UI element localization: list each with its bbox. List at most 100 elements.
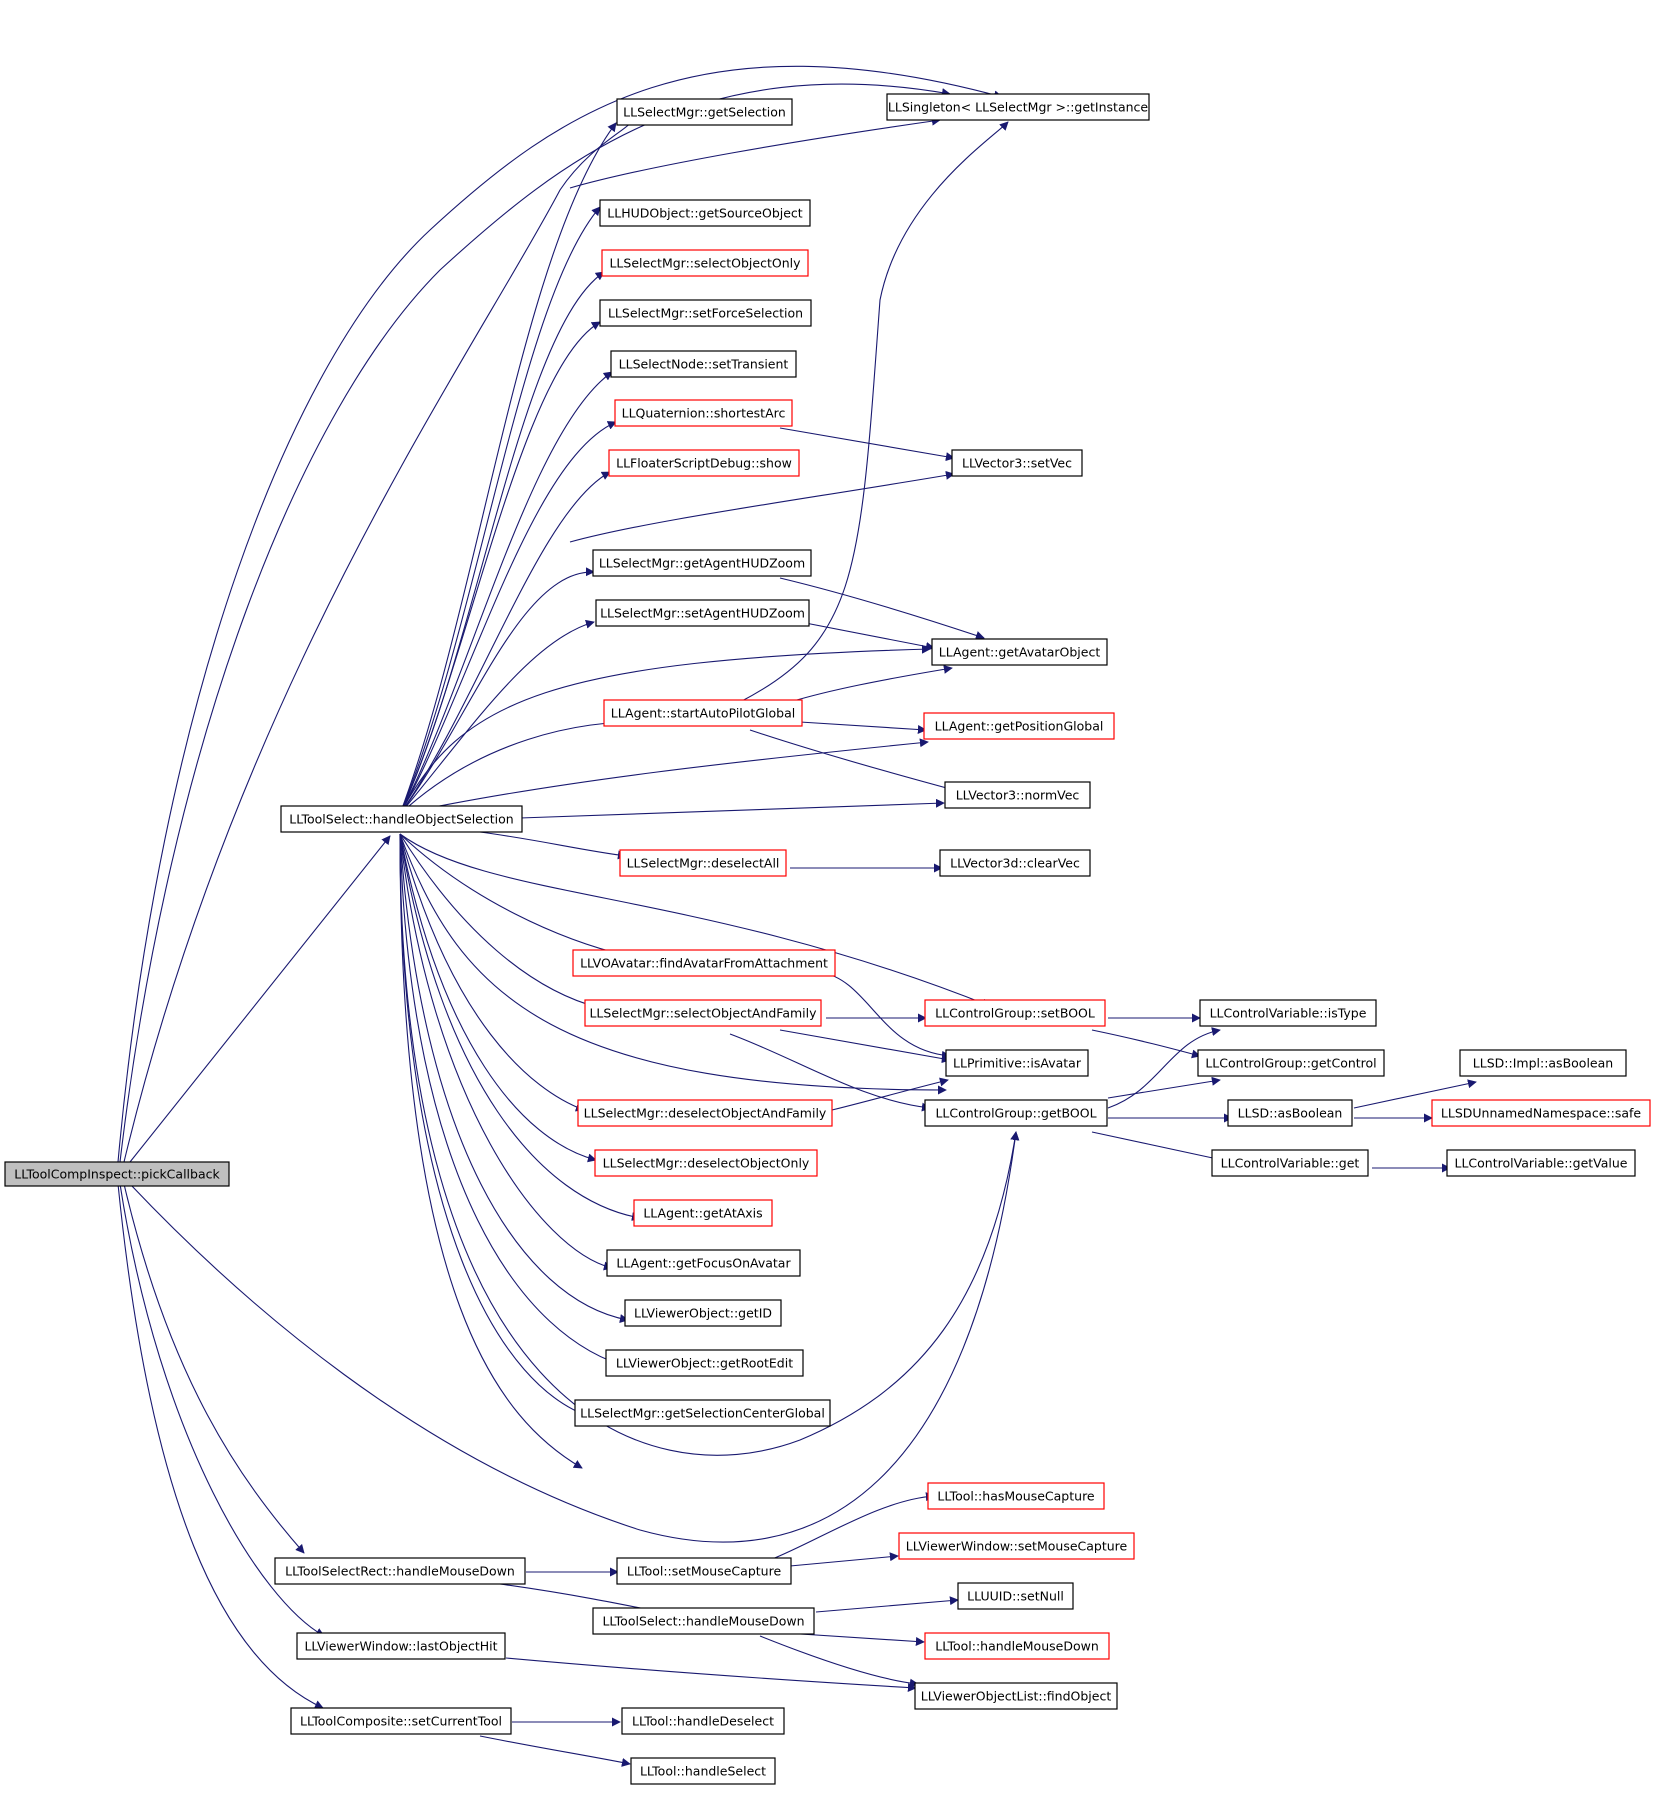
node-box: [595, 599, 810, 627]
node-set-transient[interactable]: LLSelectNode::setTransient: [610, 350, 797, 378]
edge: [779, 427, 955, 462]
node-tool-set-mouse-capture[interactable]: LLTool::setMouseCapture: [616, 1557, 792, 1585]
node-get-avatar-object[interactable]: LLAgent::getAvatarObject: [931, 638, 1108, 666]
node-tsr-handle-mouse-down[interactable]: LLToolSelectRect::handleMouseDown: [274, 1557, 526, 1585]
node-label: LLSelectMgr::getSelection: [623, 105, 786, 120]
node-get-agent-h-u-d-zoom[interactable]: LLSelectMgr::getAgentHUDZoom: [592, 549, 812, 577]
node-set-vec[interactable]: LLVector3::setVec: [951, 449, 1083, 477]
edge: [479, 831, 627, 860]
edge: [789, 619, 935, 651]
node-label: LLSelectMgr::getSelectionCenterGlobal: [580, 1406, 825, 1421]
node-get-selection[interactable]: LLSelectMgr::getSelection: [616, 98, 793, 126]
node-vw-set-mouse-capture[interactable]: LLViewerWindow::setMouseCapture: [898, 1532, 1135, 1560]
node-box: [951, 449, 1083, 477]
node-select-object-only[interactable]: LLSelectMgr::selectObjectOnly: [601, 249, 809, 277]
node-label: LLViewerObject::getRootEdit: [616, 1356, 793, 1371]
node-get-value[interactable]: LLControlVariable::getValue: [1446, 1149, 1636, 1177]
node-label: LLPrimitive::isAvatar: [953, 1056, 1082, 1071]
node-deselect-object-only[interactable]: LLSelectMgr::deselectObjectOnly: [594, 1149, 818, 1177]
node-get-b-o-o-l[interactable]: LLControlGroup::getBOOL: [924, 1099, 1108, 1127]
edge: [399, 644, 931, 815]
node-impl-as-boolean[interactable]: LLSD::Impl::asBoolean: [1459, 1049, 1627, 1077]
node-box: [594, 1149, 818, 1177]
node-label: LLControlGroup::getBOOL: [935, 1106, 1096, 1121]
node-box: [603, 699, 803, 727]
node-set-agent-h-u-d-zoom[interactable]: LLSelectMgr::setAgentHUDZoom: [595, 599, 810, 627]
node-box: [574, 1399, 831, 1427]
node-get-position-global[interactable]: LLAgent::getPositionGlobal: [923, 712, 1115, 740]
node-box: [296, 1632, 506, 1660]
node-label: LLControlGroup::getControl: [1205, 1056, 1376, 1071]
node-get-focus-on-avatar[interactable]: LLAgent::getFocusOnAvatar: [606, 1249, 801, 1277]
node-last-object-hit[interactable]: LLViewerWindow::lastObjectHit: [296, 1632, 506, 1660]
node-cv-get[interactable]: LLControlVariable::get: [1211, 1149, 1369, 1177]
node-label: LLToolSelect::handleObjectSelection: [289, 812, 513, 827]
edge: [1107, 1027, 1221, 1109]
node-box: [606, 1249, 801, 1277]
node-is-avatar[interactable]: LLPrimitive::isAvatar: [945, 1049, 1089, 1077]
edge: [119, 83, 951, 1163]
node-box: [584, 999, 822, 1027]
node-start-auto-pilot-global[interactable]: LLAgent::startAutoPilotGlobal: [603, 699, 803, 727]
node-label: LLSD::asBoolean: [1238, 1106, 1343, 1121]
node-has-mouse-capture[interactable]: LLTool::hasMouseCapture: [927, 1482, 1105, 1510]
node-box: [621, 1707, 785, 1735]
node-set-null[interactable]: LLUUID::setNull: [957, 1582, 1074, 1610]
node-label: LLControlVariable::get: [1221, 1156, 1360, 1171]
node-box: [614, 399, 793, 427]
node-get-control[interactable]: LLControlGroup::getControl: [1197, 1049, 1385, 1077]
node-deselect-all[interactable]: LLSelectMgr::deselectAll: [619, 849, 787, 877]
node-box: [630, 1757, 776, 1785]
node-find-object[interactable]: LLViewerObjectList::findObject: [914, 1682, 1118, 1710]
node-get-source-object[interactable]: LLHUDObject::getSourceObject: [599, 199, 811, 227]
node-label: LLToolCompInspect::pickCallback: [14, 1167, 220, 1182]
node-safe[interactable]: LLSDUnnamedNamespace::safe: [1431, 1099, 1651, 1127]
edge: [399, 833, 613, 1271]
edge: [789, 664, 953, 703]
node-get-root-edit[interactable]: LLViewerObject::getRootEdit: [605, 1349, 804, 1377]
edge: [831, 1077, 949, 1111]
node-find-avatar-from-attachment[interactable]: LLVOAvatar::findAvatarFromAttachment: [572, 949, 836, 977]
node-get-selection-center-global[interactable]: LLSelectMgr::getSelectionCenterGlobal: [574, 1399, 831, 1427]
node-fsd-show[interactable]: LLFloaterScriptDebug::show: [608, 449, 800, 477]
node-handle-select[interactable]: LLTool::handleSelect: [630, 1757, 776, 1785]
edge: [399, 321, 601, 815]
edge: [789, 1552, 899, 1567]
node-box: [1446, 1149, 1636, 1177]
node-select-object-and-family[interactable]: LLSelectMgr::selectObjectAndFamily: [584, 999, 822, 1027]
node-as-boolean[interactable]: LLSD::asBoolean: [1227, 1099, 1353, 1127]
node-box: [931, 638, 1108, 666]
node-box: [939, 849, 1091, 877]
node-norm-vec[interactable]: LLVector3::normVec: [944, 781, 1091, 809]
node-set-b-o-o-l[interactable]: LLControlGroup::setBOOL: [924, 999, 1106, 1027]
node-handle-deselect[interactable]: LLTool::handleDeselect: [621, 1707, 785, 1735]
node-clear-vec[interactable]: LLVector3d::clearVec: [939, 849, 1091, 877]
node-set-current-tool[interactable]: LLToolComposite::setCurrentTool: [290, 1707, 512, 1735]
edge: [399, 833, 1020, 1456]
node-box: [280, 805, 523, 833]
node-get-at-axis[interactable]: LLAgent::getAtAxis: [633, 1199, 773, 1227]
node-get-i-d[interactable]: LLViewerObject::getID: [624, 1299, 782, 1327]
node-tool-handle-mouse-down[interactable]: LLTool::handleMouseDown: [924, 1632, 1110, 1660]
node-box: [592, 549, 812, 577]
node-deselect-object-and-family[interactable]: LLSelectMgr::deselectObjectAndFamily: [577, 1099, 833, 1127]
node-label: LLSelectMgr::deselectAll: [627, 856, 780, 871]
node-box: [577, 1099, 833, 1127]
node-set-force-selection[interactable]: LLSelectMgr::setForceSelection: [599, 299, 812, 327]
node-handle-object-selection[interactable]: LLToolSelect::handleObjectSelection: [280, 805, 523, 833]
node-label: LLHUDObject::getSourceObject: [607, 206, 803, 221]
node-pick-callback[interactable]: LLToolCompInspect::pickCallback: [4, 1161, 230, 1187]
edge: [399, 833, 597, 1163]
node-is-type[interactable]: LLControlVariable::isType: [1199, 999, 1377, 1027]
node-label: LLSelectNode::setTransient: [619, 357, 789, 372]
node-label: LLSelectMgr::selectObjectOnly: [609, 256, 801, 271]
node-label: LLTool::setMouseCapture: [627, 1564, 782, 1579]
node-get-instance[interactable]: LLSingleton< LLSelectMgr >::getInstance: [886, 93, 1150, 121]
node-box: [1197, 1049, 1385, 1077]
node-shortest-arc[interactable]: LLQuaternion::shortestArc: [614, 399, 793, 427]
node-box: [957, 1582, 1074, 1610]
node-ts-handle-mouse-down[interactable]: LLToolSelect::handleMouseDown: [592, 1607, 815, 1635]
node-box: [924, 999, 1106, 1027]
edge: [799, 721, 927, 734]
